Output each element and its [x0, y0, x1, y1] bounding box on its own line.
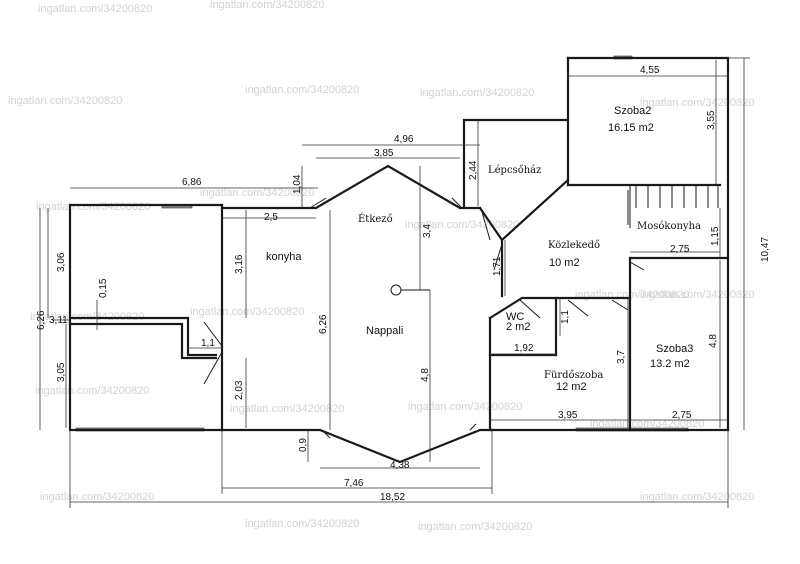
- watermark: ingatlan.com/34200820: [38, 3, 152, 15]
- room-name-furdoszoba: Fürdőszoba: [544, 370, 603, 381]
- walls: [68, 56, 730, 464]
- lamp-icon: [390, 284, 402, 296]
- watermark: ingatlan.com/34200820: [8, 95, 122, 107]
- room-name-etkezo: Étkező: [358, 213, 393, 225]
- watermark: ingatlan.com/34200820: [245, 518, 359, 530]
- dim-label: 4,8: [708, 334, 719, 348]
- dim-label: 2,03: [234, 380, 245, 400]
- watermark: ingatlan.com/34200820: [590, 418, 704, 430]
- room-name-wc: WC: [506, 311, 524, 323]
- dim-label: 6,26: [36, 310, 47, 330]
- dim-label: 3,06: [56, 252, 67, 272]
- watermark: ingatlan.com/34200820: [245, 84, 359, 96]
- dim-label: 4,55: [640, 65, 660, 76]
- dim-label: 3,55: [706, 110, 717, 130]
- dim-label: 3,11: [49, 315, 68, 326]
- room-name-szoba3: Szoba3: [656, 343, 693, 355]
- dim-label: 2,75: [672, 410, 692, 421]
- room-area-szoba3: 13.2 m2: [650, 358, 690, 370]
- dim-label: 3,05: [56, 362, 67, 382]
- dim-label: 2,44: [468, 160, 479, 180]
- dim-label: 1,04: [292, 174, 303, 194]
- dim-label: 4,8: [420, 368, 431, 382]
- dim-label: 3,95: [558, 410, 578, 421]
- dim-label: 1,92: [514, 343, 534, 354]
- dim-label: 1,71: [492, 256, 503, 276]
- room-name-konyha: konyha: [266, 251, 302, 263]
- dim-label: 1,1: [201, 338, 215, 349]
- watermark: ingatlan.com/34200820: [40, 491, 154, 503]
- dim-label: 4,96: [394, 134, 414, 145]
- dim-label: 0,9: [298, 438, 309, 452]
- dim-label: 2,75: [670, 244, 690, 255]
- room-area-kozlekedo: 10 m2: [549, 257, 580, 269]
- dim-label: 3,7: [616, 350, 627, 364]
- watermark: ingatlan.com/34200820: [36, 201, 150, 213]
- room-area-furdoszoba: 12 m2: [556, 381, 587, 393]
- watermark: ingatlan.com/34200820: [420, 87, 534, 99]
- dim-label: 6,86: [182, 177, 202, 188]
- dim-label: 4,38: [390, 460, 410, 471]
- watermark: ingatlan.com/34200820: [200, 187, 314, 199]
- watermark: ingatlan.com/34200820: [190, 306, 304, 318]
- dim-label: 7,46: [344, 478, 364, 489]
- dim-label: 1,1: [560, 310, 571, 324]
- room-labels: Szoba2 16.15 m2 Lépcsőház Étkező konyha …: [266, 105, 701, 393]
- dim-label: 18,52: [380, 492, 405, 503]
- dim-label: 6,26: [318, 314, 329, 334]
- watermark: ingatlan.com/34200820: [640, 289, 754, 301]
- watermark: ingatlan.com/34200820: [35, 385, 149, 397]
- dim-label: 3,16: [234, 254, 245, 274]
- watermark: ingatlan.com/34200820: [210, 0, 324, 11]
- watermarks: ingatlan.com/34200820 ingatlan.com/34200…: [8, 0, 754, 533]
- room-name-lepcsohaz: Lépcsőház: [488, 165, 541, 176]
- watermark: ingatlan.com/34200820: [230, 403, 344, 415]
- dimension-lines: [39, 57, 750, 508]
- dim-label: 3,4: [422, 224, 433, 238]
- room-name-mosokonyha: Mosókonyha: [637, 221, 701, 232]
- dimension-labels: 4,55 3,55 10,47 4,96 3,85 2,44 1,04 6,86…: [36, 65, 771, 503]
- watermark: ingatlan.com/34200820: [640, 491, 754, 503]
- staircase: [627, 185, 719, 225]
- watermark: ingatlan.com/34200820: [408, 401, 522, 413]
- watermark: ingatlan.com/34200820: [640, 97, 754, 109]
- room-area-szoba2: 16.15 m2: [608, 122, 654, 134]
- room-name-szoba2: Szoba2: [614, 105, 651, 117]
- dim-label: 10,47: [760, 237, 771, 262]
- room-area-wc: 2 m2: [506, 321, 530, 333]
- dim-label: 0,15: [98, 278, 109, 298]
- dim-label: 2,5: [264, 212, 278, 223]
- dim-label: 3,85: [374, 148, 394, 159]
- room-name-nappali: Nappali: [366, 325, 403, 337]
- room-name-kozlekedo: Közlekedő: [548, 240, 600, 251]
- watermark: ingatlan.com/34200820: [418, 521, 532, 533]
- doors: [203, 197, 645, 439]
- dim-label: 1,15: [710, 226, 721, 246]
